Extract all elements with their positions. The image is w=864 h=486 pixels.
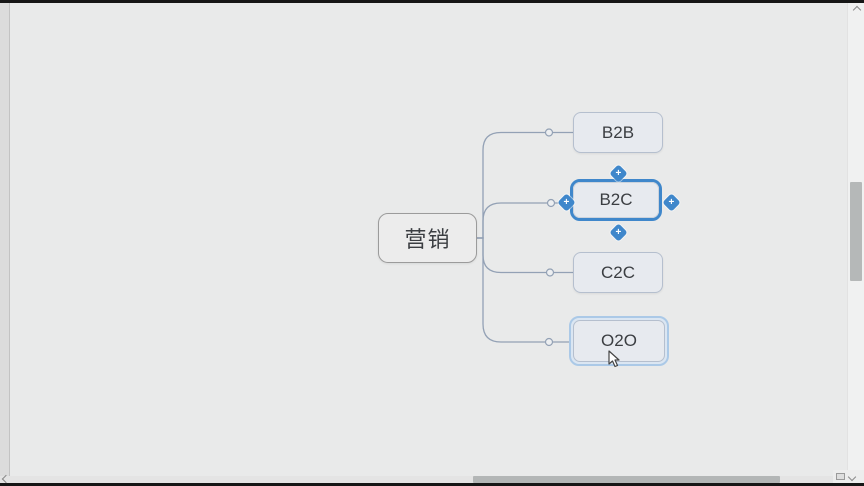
resize-grip-icon[interactable] [836, 473, 845, 480]
topic-b2c-label: B2C [599, 190, 633, 209]
connector-root-o2o [477, 237, 570, 343]
chevron-left-icon [1, 474, 11, 484]
plus-icon: + [615, 226, 622, 238]
scroll-left-button[interactable] [1, 473, 11, 485]
topic-c2c-label: C2C [600, 262, 635, 282]
topic-c2c[interactable]: C2C [573, 252, 663, 293]
collapse-handle-c2c[interactable] [545, 268, 555, 277]
connector-root-b2b [477, 131, 573, 239]
collapse-handle-o2o[interactable] [544, 337, 554, 347]
connector-root-c2c [477, 237, 573, 274]
plus-icon: + [563, 196, 570, 208]
topic-o2o-hover-outline: O2O [569, 316, 669, 366]
left-panel-edge[interactable] [0, 3, 10, 476]
plus-icon: + [668, 196, 675, 208]
mouse-cursor [608, 350, 620, 368]
connector-root-b2c [477, 202, 567, 239]
chevron-up-icon [852, 5, 861, 15]
letterbox-bar-top [0, 0, 864, 3]
plus-icon: + [615, 167, 622, 179]
letterbox-bar-bottom [0, 483, 864, 486]
scroll-up-button[interactable] [850, 4, 863, 16]
topic-o2o[interactable]: O2O [573, 320, 665, 362]
horizontal-scrollbar[interactable] [0, 473, 833, 485]
chevron-down-icon[interactable] [847, 472, 857, 481]
root-topic[interactable]: 营销 [378, 213, 477, 263]
topic-b2b-label: B2B [601, 122, 635, 142]
root-topic-label: 营销 [404, 227, 451, 252]
vertical-scrollbar[interactable] [847, 3, 864, 471]
collapse-handle-b2b[interactable] [544, 128, 554, 137]
topic-o2o-label: O2O [601, 331, 637, 350]
topic-b2b[interactable]: B2B [573, 112, 663, 153]
vertical-scrollbar-thumb[interactable] [850, 182, 862, 281]
topic-b2c[interactable]: B2C [573, 182, 659, 218]
collapse-handle-b2c[interactable] [546, 198, 556, 208]
scrollbar-corner [833, 470, 864, 483]
topic-b2c-selected[interactable]: B2C + + + + [557, 164, 681, 242]
horizontal-scrollbar-thumb[interactable] [473, 476, 780, 483]
